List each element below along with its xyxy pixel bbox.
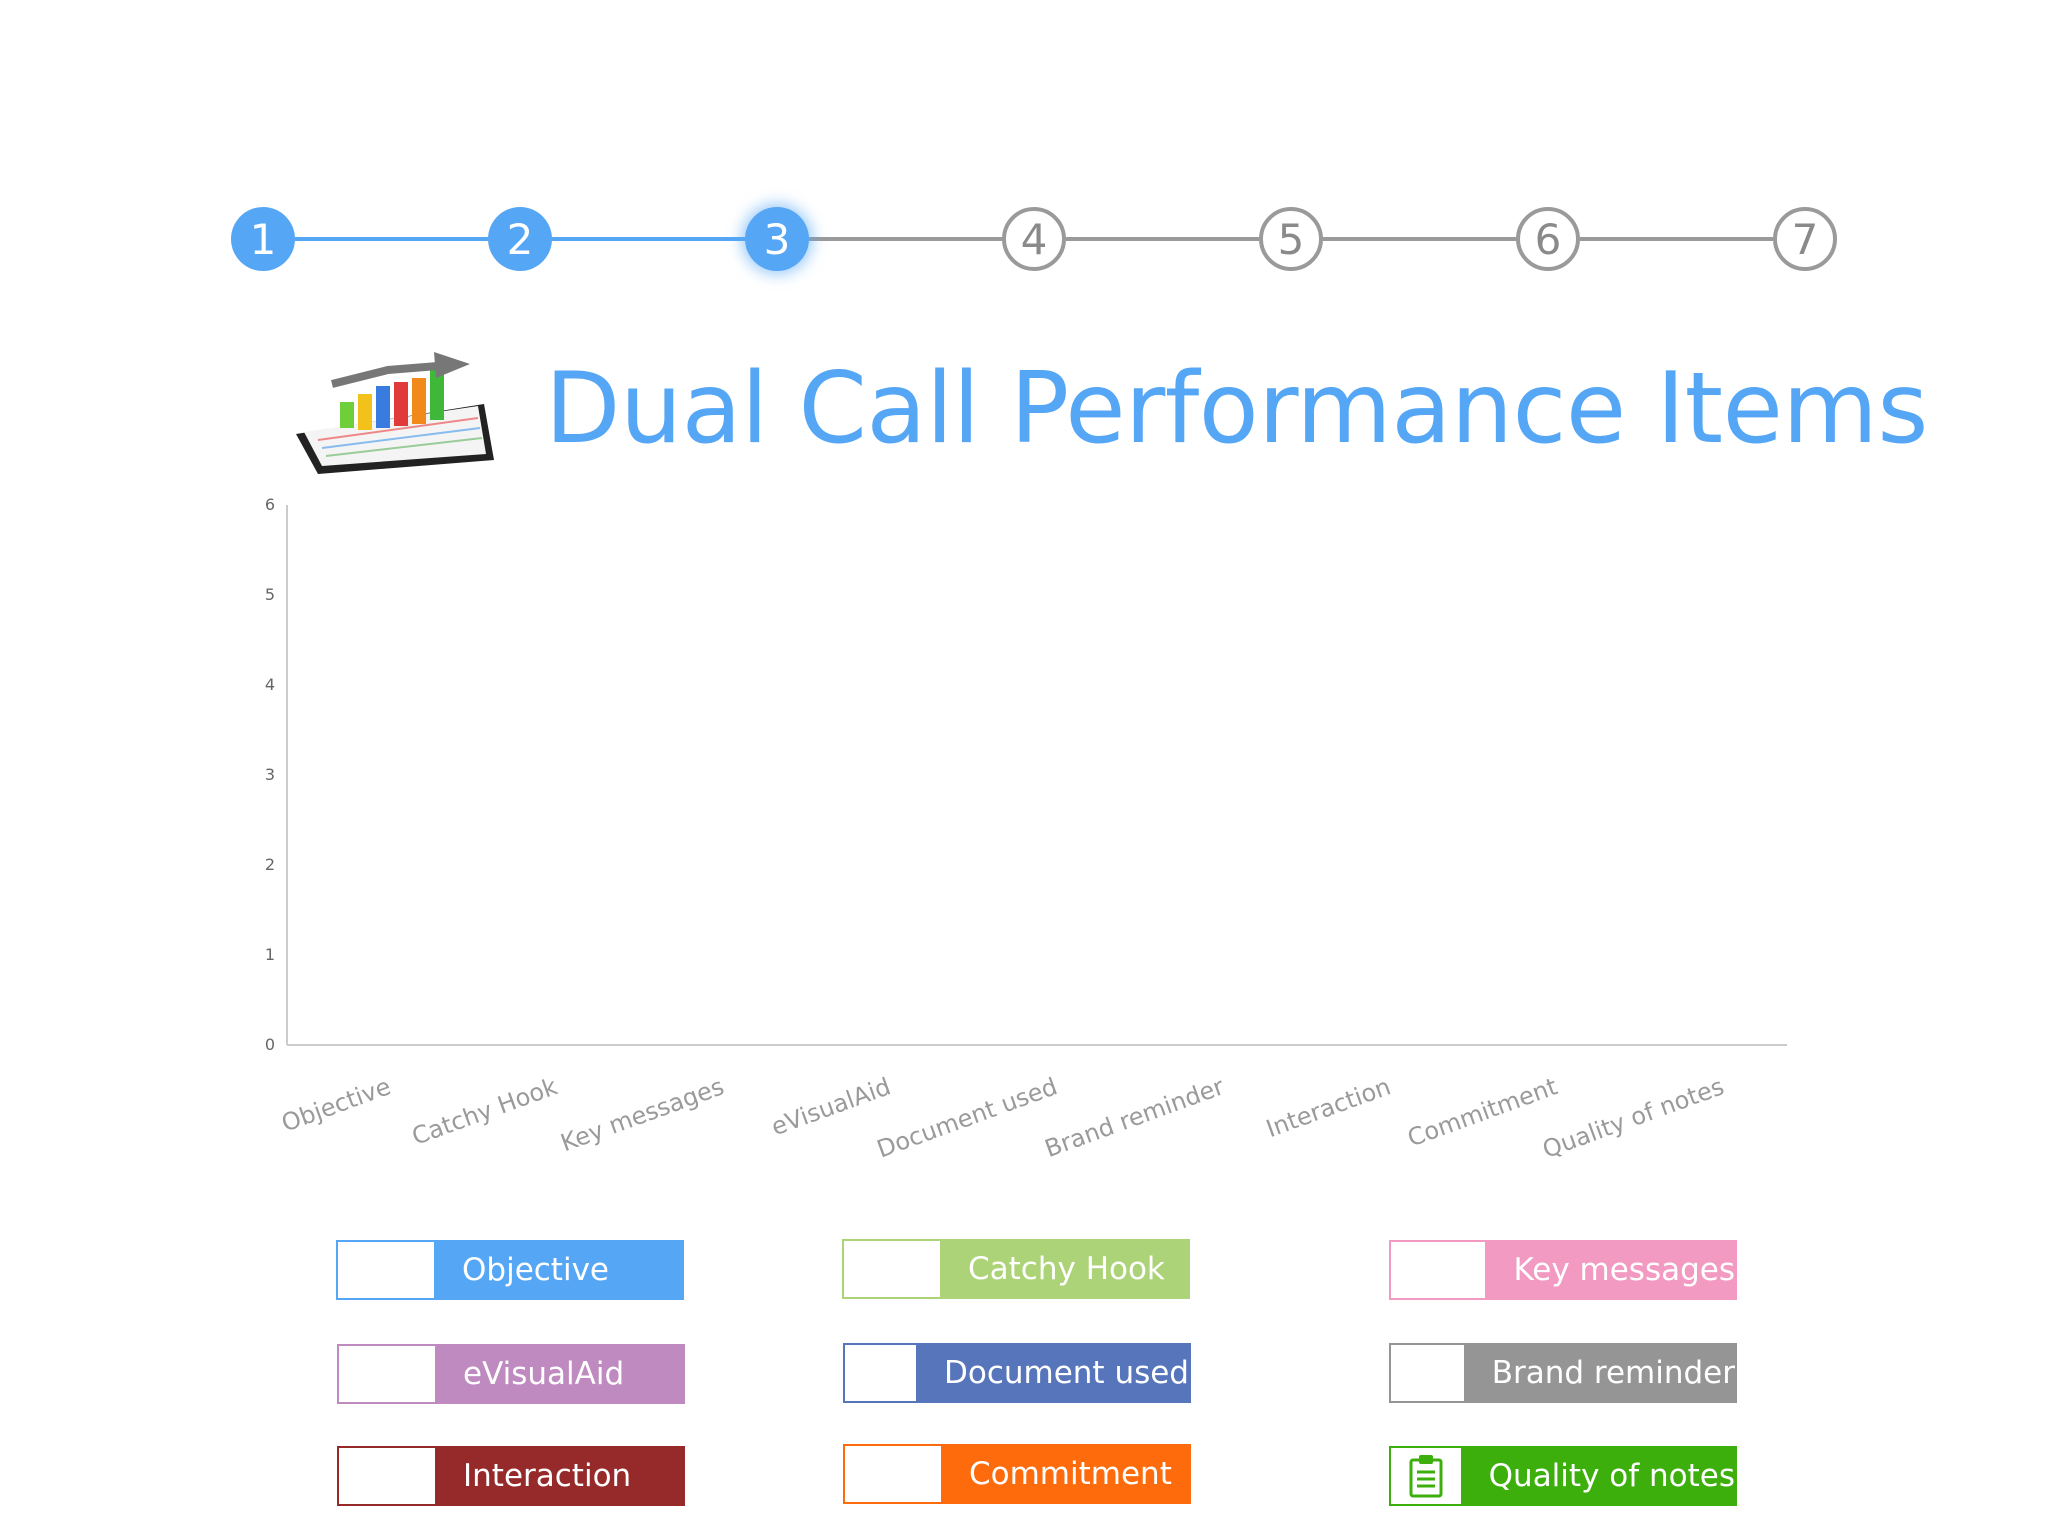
progress-stepper: 1 2 3 4 5 6 7	[0, 0, 2048, 320]
legend-item-quality-of-notes[interactable]: Quality of notes	[1389, 1446, 1737, 1506]
legend-label: Quality of notes	[1460, 1448, 1735, 1504]
legend-label: Key messages	[1485, 1242, 1735, 1298]
step-connector-4-5	[1066, 237, 1259, 241]
step-3-label: 3	[763, 214, 791, 264]
clipboard-icon	[1409, 1455, 1443, 1498]
y-tick-label: 6	[265, 495, 275, 514]
legend-item-document-used[interactable]: Document used	[843, 1343, 1191, 1403]
y-tick-label: 2	[265, 855, 275, 874]
legend-swatch	[338, 1242, 434, 1298]
legend-swatch	[845, 1446, 941, 1502]
legend-swatch	[339, 1346, 435, 1402]
legend-item-objective[interactable]: Objective	[336, 1240, 684, 1300]
step-6-label: 6	[1534, 214, 1562, 264]
legend-label: Brand reminder	[1463, 1345, 1735, 1401]
x-tick-label: Quality of notes	[1539, 1072, 1728, 1164]
step-6[interactable]: 6	[1516, 207, 1580, 271]
x-tick-label: Objective	[278, 1072, 395, 1137]
step-5-label: 5	[1277, 214, 1305, 264]
bar-chart-tablet-icon	[296, 352, 494, 474]
step-1[interactable]: 1	[231, 207, 295, 271]
y-tick-label: 3	[265, 765, 275, 784]
y-tick-label: 1	[265, 945, 275, 964]
legend-label: Commitment	[941, 1446, 1189, 1502]
step-connector-1-2	[295, 237, 488, 241]
legend-item-evisualaid[interactable]: eVisualAid	[337, 1344, 685, 1404]
legend-label: Catchy Hook	[940, 1241, 1188, 1297]
step-7[interactable]: 7	[1773, 207, 1837, 271]
legend-label: Interaction	[435, 1448, 683, 1504]
step-connector-6-7	[1580, 237, 1773, 241]
x-tick-label: Commitment	[1404, 1072, 1561, 1152]
page-title: Dual Call Performance Items	[545, 352, 1928, 466]
step-7-label: 7	[1791, 214, 1819, 264]
legend-item-commitment[interactable]: Commitment	[843, 1444, 1191, 1504]
legend-item-interaction[interactable]: Interaction	[337, 1446, 685, 1506]
legend-swatch	[1391, 1345, 1464, 1401]
step-2[interactable]: 2	[488, 207, 552, 271]
legend-swatch	[1391, 1448, 1461, 1504]
x-tick-label: Interaction	[1262, 1072, 1394, 1143]
x-tick-label: Brand reminder	[1041, 1072, 1228, 1163]
step-5[interactable]: 5	[1259, 207, 1323, 271]
legend-item-catchy-hook[interactable]: Catchy Hook	[842, 1239, 1190, 1299]
legend-swatch	[845, 1345, 916, 1401]
step-4-label: 4	[1020, 214, 1048, 264]
y-tick-label: 4	[265, 675, 275, 694]
legend-label: Objective	[434, 1242, 682, 1298]
legend-swatch	[844, 1241, 940, 1297]
step-4[interactable]: 4	[1002, 207, 1066, 271]
x-tick-label: Document used	[873, 1072, 1061, 1163]
step-2-label: 2	[506, 214, 534, 264]
legend-swatch	[339, 1448, 435, 1504]
x-tick-label: Catchy Hook	[408, 1072, 561, 1150]
step-connector-2-3	[552, 237, 745, 241]
x-tick-label: eVisualAid	[768, 1072, 895, 1141]
legend-label: eVisualAid	[435, 1346, 683, 1402]
step-connector-3-4	[809, 237, 1002, 241]
legend-swatch	[1391, 1242, 1486, 1298]
legend-item-brand-reminder[interactable]: Brand reminder	[1389, 1343, 1737, 1403]
legend-item-key-messages[interactable]: Key messages	[1389, 1240, 1737, 1300]
legend-label: Document used	[915, 1345, 1189, 1401]
y-tick-label: 5	[265, 585, 275, 604]
step-connector-5-6	[1323, 237, 1516, 241]
x-tick-label: Key messages	[557, 1072, 728, 1157]
step-3[interactable]: 3	[745, 207, 809, 271]
step-1-label: 1	[249, 214, 277, 264]
y-tick-label: 0	[265, 1035, 275, 1054]
